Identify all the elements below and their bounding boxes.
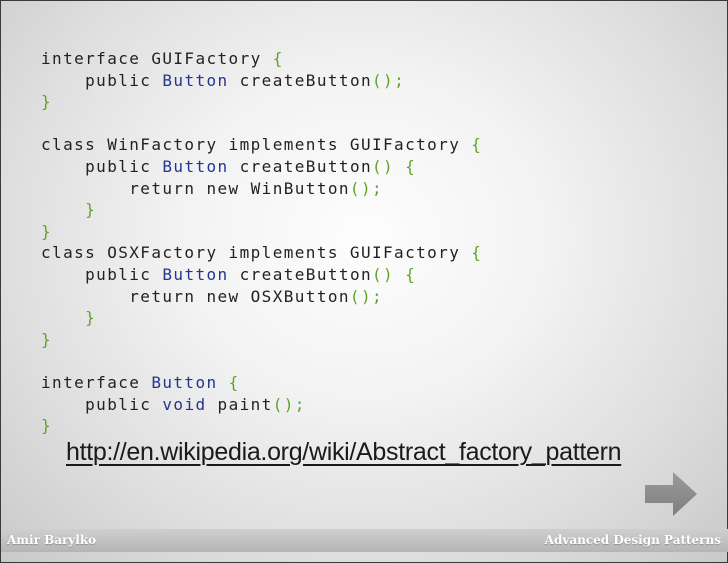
- code-token: return new WinButton: [41, 178, 350, 198]
- code-line: }: [41, 329, 482, 351]
- code-token: public: [41, 156, 163, 176]
- code-token: class WinFactory implements GUIFactory: [41, 135, 472, 155]
- code-token: }: [41, 92, 53, 112]
- code-token: Button: [151, 372, 218, 392]
- code-token: {: [471, 243, 483, 263]
- code-blank-line: [41, 113, 482, 135]
- code-token: public: [41, 264, 163, 284]
- code-token: Button: [162, 70, 229, 90]
- code-token: void: [162, 394, 207, 414]
- code-line: public Button createButton() {: [41, 156, 482, 178]
- code-line: }: [41, 415, 482, 437]
- code-line: }: [41, 221, 482, 243]
- code-line: }: [41, 307, 482, 329]
- code-blank-line: [41, 350, 482, 372]
- code-token: {: [471, 135, 483, 155]
- code-token: }: [41, 416, 53, 436]
- code-line: public Button createButton() {: [41, 264, 482, 286]
- code-token: createButton: [228, 70, 373, 90]
- code-line: return new OSXButton();: [41, 286, 482, 308]
- code-token: {: [228, 372, 240, 392]
- code-token: interface GUIFactory: [41, 49, 273, 68]
- code-token: createButton: [228, 156, 373, 176]
- code-token: ();: [272, 394, 306, 414]
- code-token: class OSXFactory implements GUIFactory: [41, 243, 472, 263]
- code-token: return new OSXButton: [41, 286, 350, 306]
- code-token: Button: [162, 264, 229, 284]
- code-line: public void paint();: [41, 394, 482, 416]
- code-token: public: [41, 394, 163, 414]
- arrow-right-icon[interactable]: [645, 472, 697, 516]
- code-token: }: [41, 221, 53, 241]
- code-line: return new WinButton();: [41, 178, 482, 200]
- code-block: interface GUIFactory { public Button cre…: [41, 48, 482, 437]
- code-line: interface Button {: [41, 372, 482, 394]
- code-token: ();: [349, 286, 384, 306]
- code-token: ();: [349, 178, 384, 198]
- code-token: interface: [41, 372, 152, 392]
- code-line: class WinFactory implements GUIFactory {: [41, 134, 482, 156]
- code-line: }: [41, 199, 482, 221]
- code-token: paint: [206, 394, 273, 414]
- code-line: interface GUIFactory {: [41, 48, 482, 70]
- code-token: public: [41, 70, 163, 90]
- code-token: ();: [372, 70, 406, 90]
- code-token: () {: [372, 264, 417, 284]
- code-token: () {: [372, 156, 417, 176]
- code-token: }: [41, 329, 53, 349]
- code-line: public Button createButton();: [41, 70, 482, 92]
- footer-title: Advanced Design Patterns: [544, 533, 721, 547]
- code-token: createButton: [228, 264, 373, 284]
- wikipedia-link[interactable]: http://en.wikipedia.org/wiki/Abstract_fa…: [66, 438, 622, 466]
- code-token: }: [41, 200, 97, 220]
- footer-author: Amir Barylko: [7, 533, 97, 547]
- code-token: }: [41, 308, 97, 328]
- code-line: }: [41, 91, 482, 113]
- footer-bar: Amir Barylko Advanced Design Patterns: [1, 529, 728, 552]
- code-token: Button: [162, 156, 229, 176]
- code-token: [218, 373, 229, 392]
- code-token: {: [272, 49, 284, 68]
- code-line: class OSXFactory implements GUIFactory {: [41, 242, 482, 264]
